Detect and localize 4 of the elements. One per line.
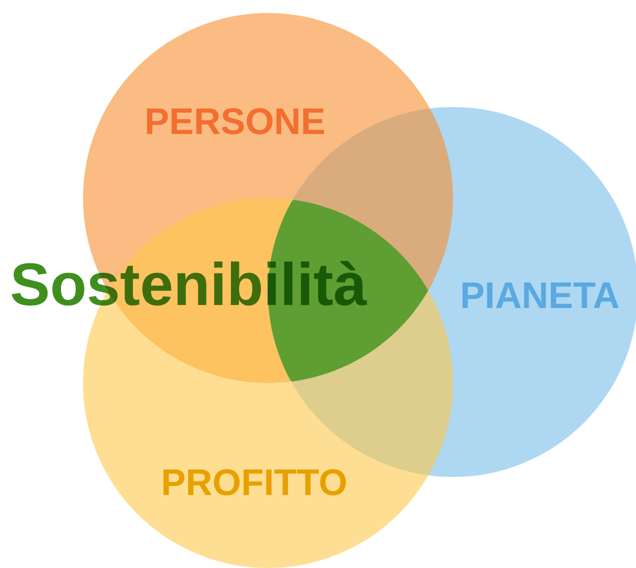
circle-label: PROFITTO <box>161 464 348 500</box>
circle-label: PIANETA <box>460 276 620 314</box>
circle-label: PERSONE <box>144 102 326 140</box>
center-label: Sostenibilità <box>10 255 367 315</box>
